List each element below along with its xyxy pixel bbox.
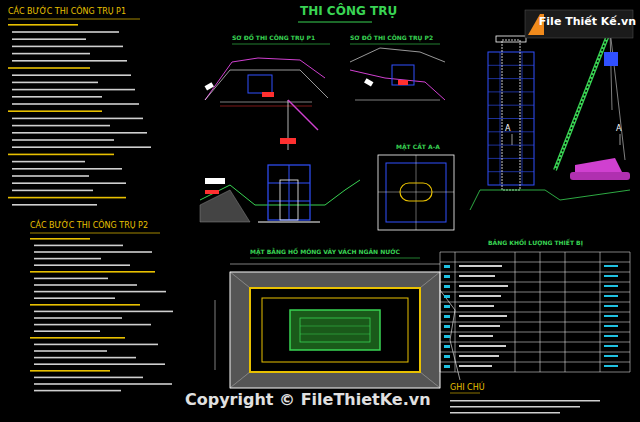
text-line — [8, 24, 78, 26]
text-line — [12, 139, 114, 141]
text-line — [34, 258, 101, 260]
note-line — [450, 406, 580, 408]
watermark: Copyright © FileThietKe.vn — [185, 391, 431, 409]
table-heading: BẢNG KHỐI LƯỢNG THIẾT BỊ — [488, 240, 583, 247]
text-line — [34, 245, 123, 247]
text-line — [12, 38, 86, 40]
section-heading: MẶT CẮT A-A — [396, 144, 440, 151]
text-line — [34, 330, 100, 332]
text-line — [12, 46, 123, 48]
text-line — [12, 118, 143, 120]
text-line — [12, 168, 122, 170]
text-line — [12, 182, 126, 184]
text-line — [34, 390, 121, 392]
text-line — [34, 377, 143, 379]
text-line — [12, 96, 102, 98]
text-line — [12, 161, 85, 163]
text-line — [8, 197, 126, 199]
text-line — [8, 154, 114, 156]
text-line — [30, 370, 110, 372]
text-line — [34, 291, 166, 293]
text-line — [12, 132, 147, 134]
text-line — [12, 204, 97, 206]
text-line — [34, 284, 137, 286]
text-line — [30, 337, 125, 339]
text-line — [30, 304, 140, 306]
text-line — [12, 190, 93, 192]
text-line — [12, 89, 135, 91]
notes-heading: GHI CHÚ — [450, 383, 485, 392]
text-line — [12, 82, 98, 84]
text-line — [34, 363, 165, 365]
text-line — [12, 175, 89, 177]
note-line — [450, 412, 560, 414]
step-heading: CÁC BƯỚC THI CÔNG TRỤ P2 — [30, 221, 148, 230]
text-line — [12, 31, 119, 33]
text-line — [34, 324, 151, 326]
text-line — [12, 74, 131, 76]
text-line — [34, 311, 173, 313]
section-mark: A — [616, 124, 621, 133]
section-mark: A — [505, 124, 510, 133]
text-line — [30, 271, 155, 273]
text-line — [8, 67, 90, 69]
text-line — [34, 357, 136, 359]
text-line — [34, 383, 172, 385]
plan-heading: MẶT BẰNG HỐ MÓNG VÂY VÁCH NGĂN NƯỚC — [250, 249, 400, 256]
text-line — [34, 350, 107, 352]
text-line — [12, 146, 151, 148]
text-line — [34, 317, 122, 319]
text-line — [34, 251, 152, 253]
text-line — [12, 125, 110, 127]
logo-text: File Thiết Kế.vn — [539, 16, 636, 29]
text-line — [34, 344, 158, 346]
diagram-heading: SƠ ĐỒ THI CÔNG TRỤ P2 — [350, 35, 433, 42]
text-line — [34, 264, 130, 266]
text-line — [34, 297, 115, 299]
text-line — [12, 103, 139, 105]
diagram-heading: SƠ ĐỒ THI CÔNG TRỤ P1 — [232, 35, 315, 42]
note-line — [450, 400, 600, 402]
text-line — [12, 53, 90, 55]
step-heading: CÁC BƯỚC THI CÔNG TRỤ P1 — [8, 7, 126, 16]
text-line — [8, 110, 102, 112]
sheet-title: THI CÔNG TRỤ — [300, 5, 397, 19]
text-line — [30, 238, 90, 240]
text-line — [12, 60, 127, 62]
text-line — [34, 278, 108, 280]
